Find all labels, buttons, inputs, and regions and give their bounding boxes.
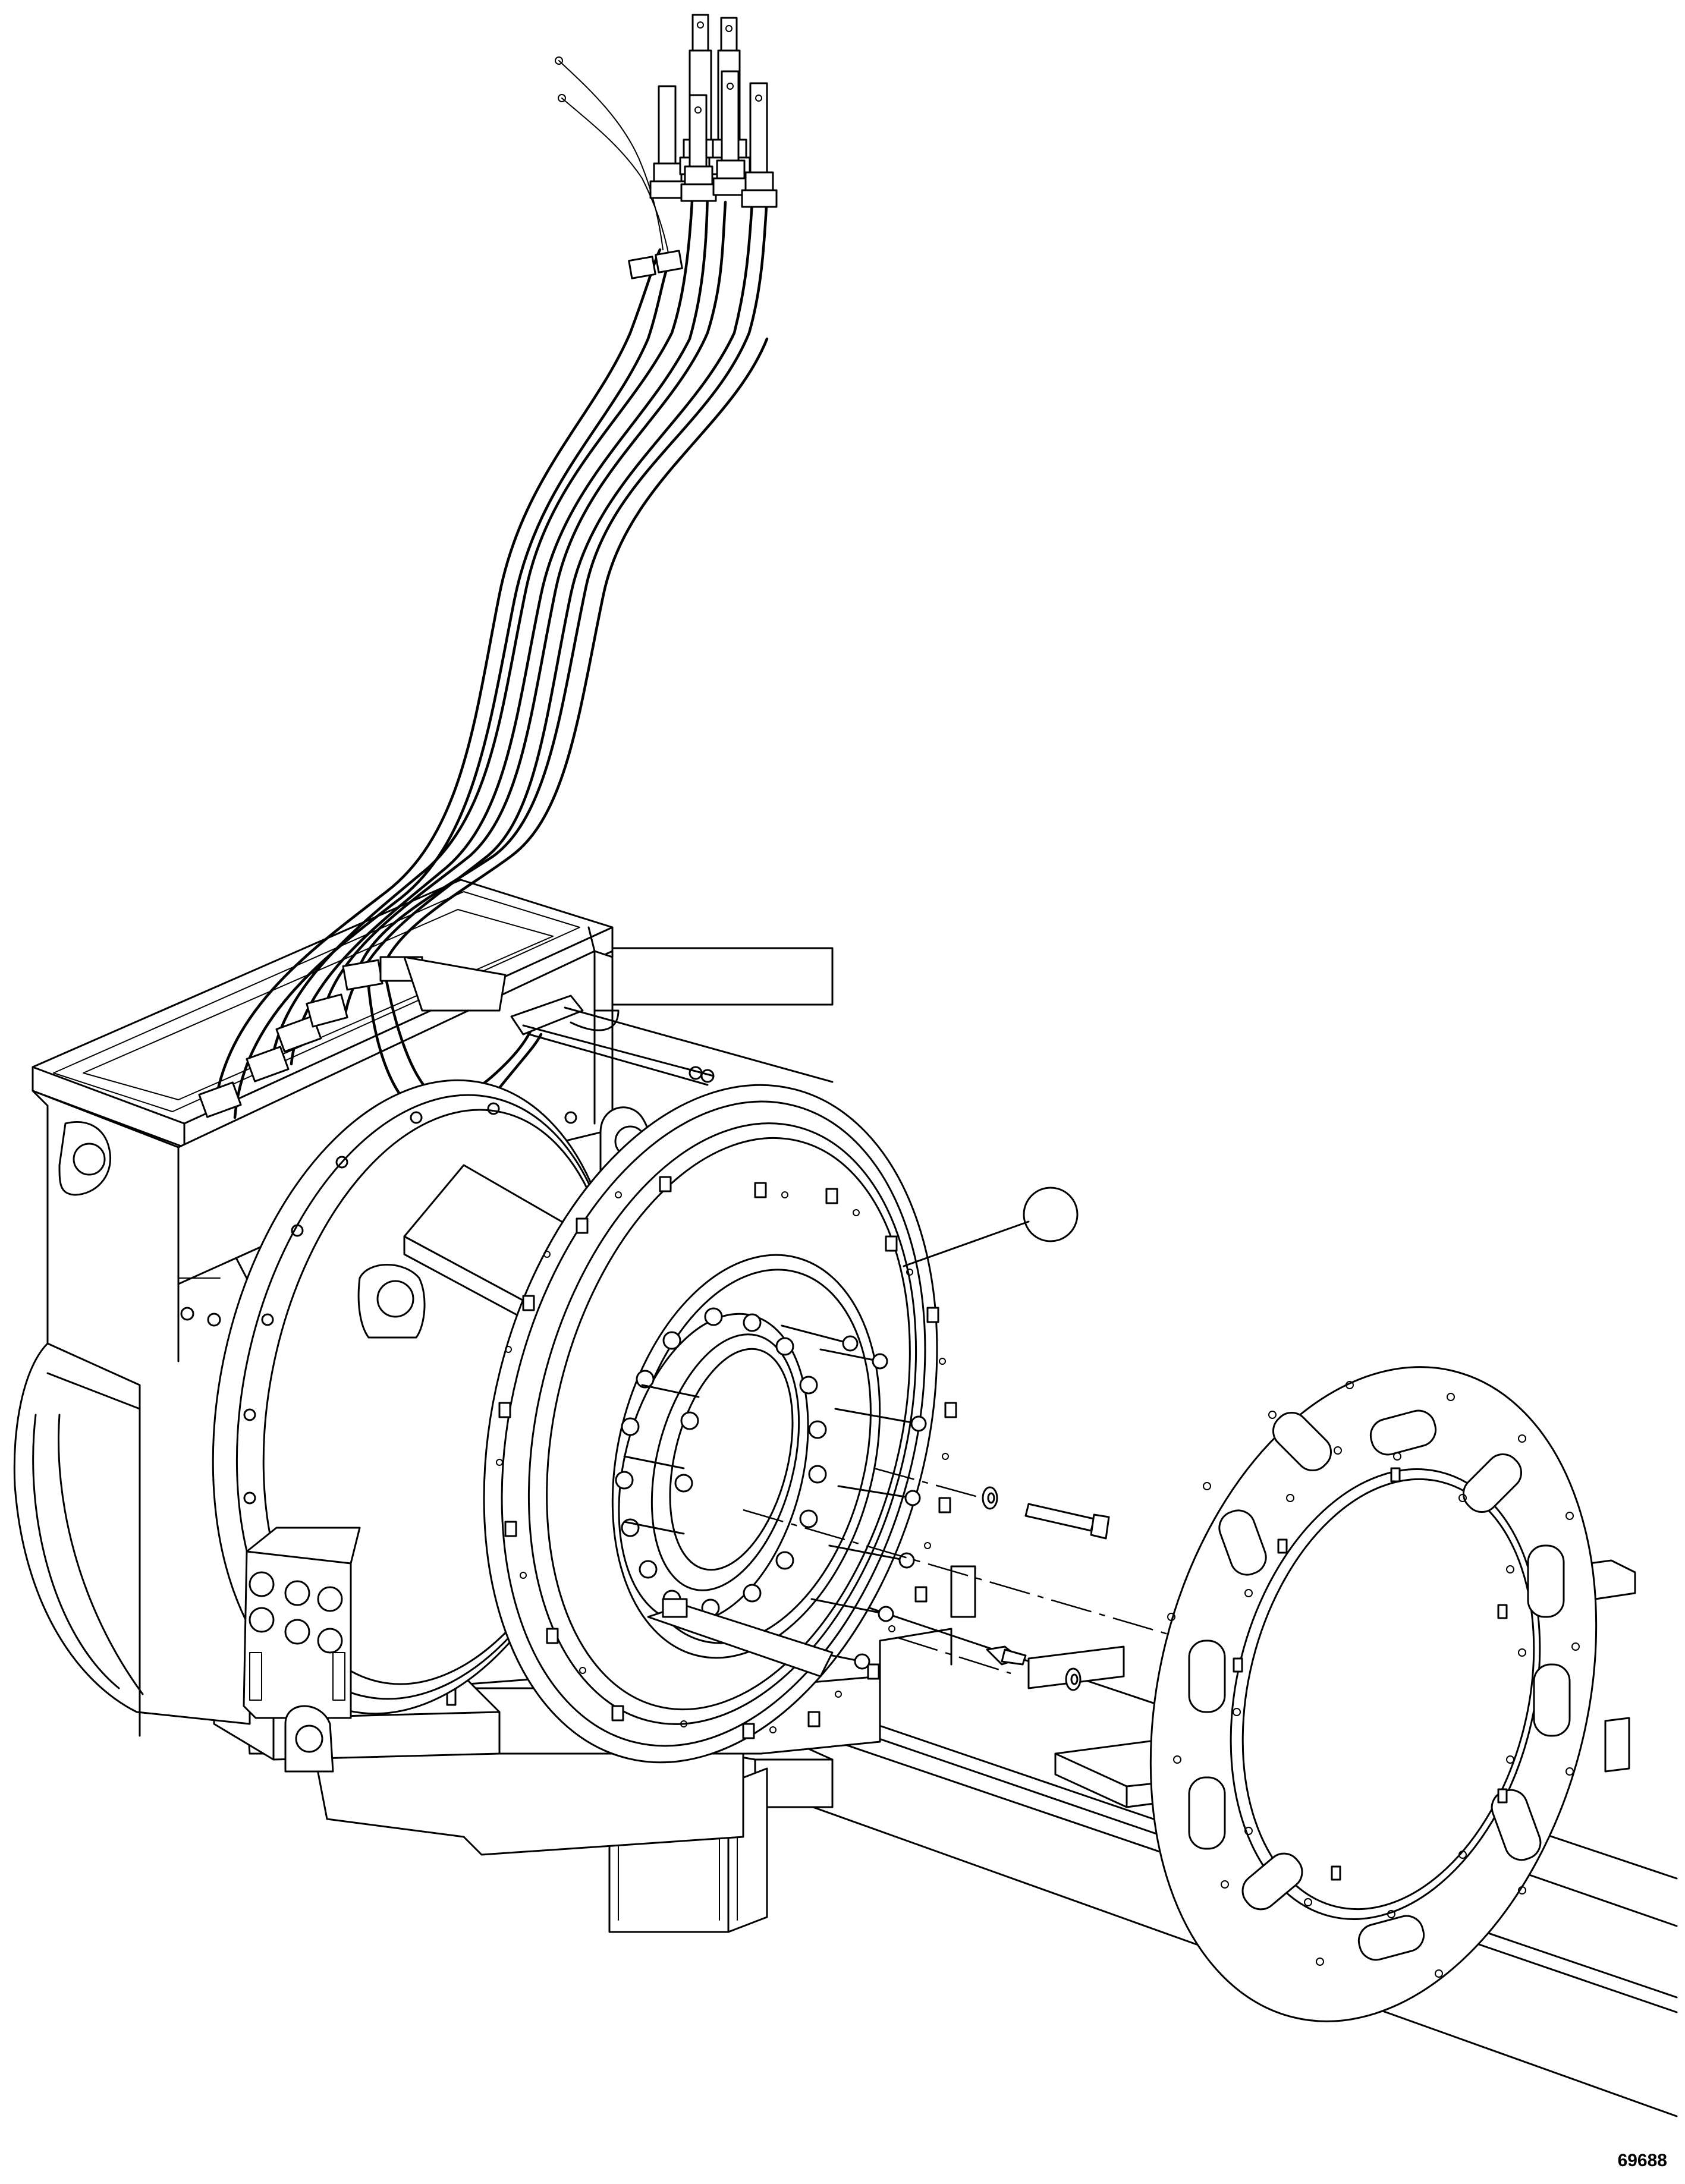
centerline-lower	[897, 1637, 1011, 1675]
cable-terminal-lugs	[649, 14, 778, 208]
cap-screw	[986, 1645, 1027, 1666]
speed-sensor-leads	[510, 995, 834, 1086]
cap-screw	[1024, 1503, 1110, 1540]
cable-glands	[198, 956, 423, 1118]
callout	[903, 1187, 1079, 1267]
foot-bolts	[249, 1571, 343, 1654]
power-cable-bundle	[198, 56, 769, 1119]
bearing-cap-bolt-circle	[611, 1254, 927, 1678]
long-studs	[623, 1324, 927, 1670]
lug	[649, 85, 686, 199]
lock-washer	[982, 1486, 998, 1510]
centerline-upper	[873, 1467, 994, 1502]
ring-slots	[1188, 1409, 1571, 1961]
mounting-foot	[243, 1527, 361, 1773]
lug	[712, 70, 749, 196]
ring-holes	[1167, 1381, 1580, 1978]
dowel-pins	[1233, 1467, 1508, 1881]
lug	[741, 82, 778, 208]
lug	[680, 94, 717, 202]
lock-washer	[1065, 1667, 1082, 1691]
flange-studs	[498, 1176, 957, 1739]
figure-number: 69688	[1617, 2151, 1667, 2170]
callout-label	[1021, 1185, 1080, 1244]
flange-holes	[496, 1191, 949, 1733]
callout-circle	[1023, 1187, 1079, 1242]
mounting-ring-plate	[1149, 1366, 1598, 2022]
